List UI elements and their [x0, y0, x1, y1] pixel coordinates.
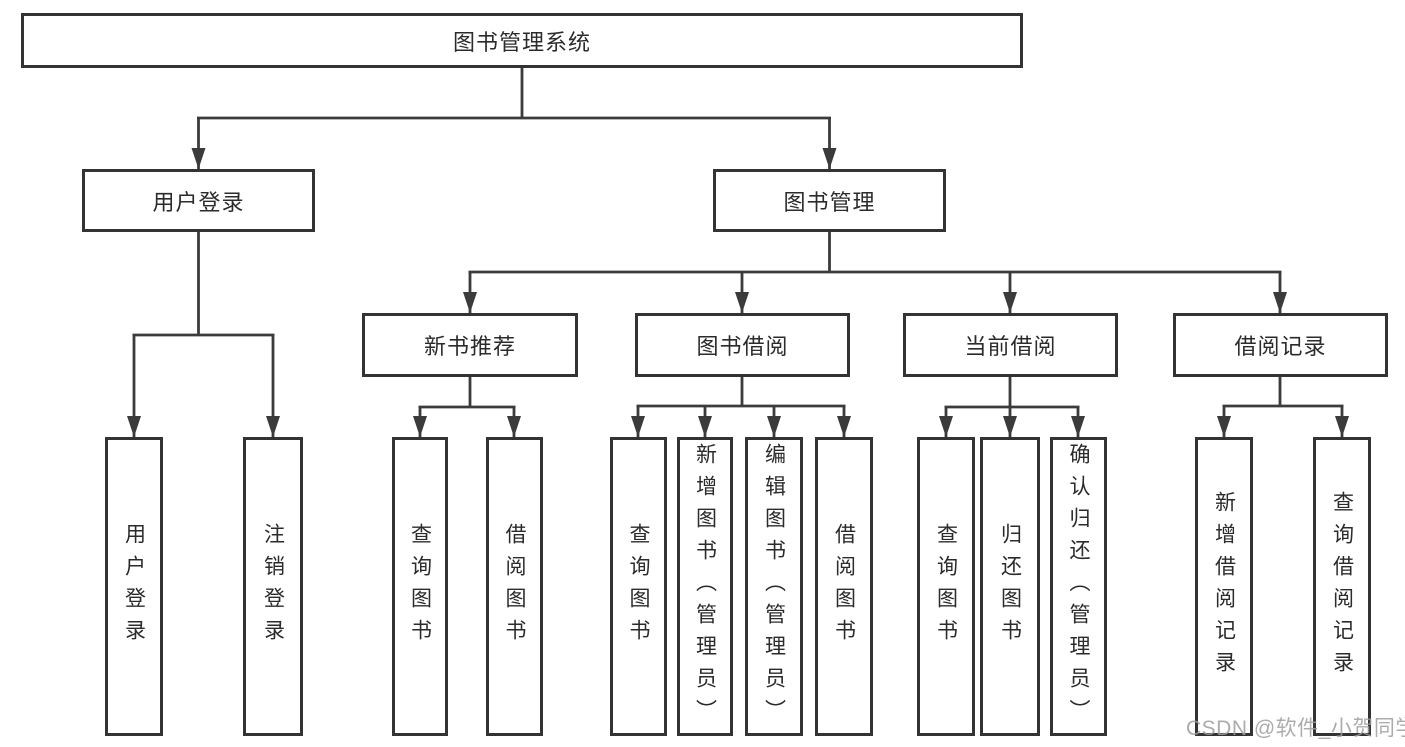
node-book-borrowing-label: 图书借阅	[696, 334, 789, 359]
node-user-login: 用户登录	[82, 169, 315, 232]
leaf-edit-book-admin: 编辑图书（管理员）	[745, 437, 803, 736]
node-borrowing-records-label: 借阅记录	[1234, 334, 1327, 359]
node-book-borrowing: 图书借阅	[635, 313, 850, 377]
leaf-borrow-books-borrowing-label: 借阅图书	[832, 522, 856, 651]
leaf-login-label: 用户登录	[122, 522, 146, 651]
node-book-management: 图书管理	[713, 169, 946, 232]
leaf-query-books-borrowing: 查询图书	[610, 437, 667, 736]
node-book-management-label: 图书管理	[783, 189, 876, 215]
node-current-borrowing-label: 当前借阅	[964, 334, 1057, 359]
leaf-edit-book-admin-label: 编辑图书（管理员）	[762, 442, 786, 731]
watermark: CSDN @软件_小贺同学	[1186, 717, 1405, 740]
leaf-query-books-recommend-label: 查询图书	[408, 522, 432, 651]
leaf-add-borrow-record-label: 新增借阅记录	[1212, 490, 1236, 683]
node-root-label: 图书管理系统	[452, 29, 591, 55]
node-borrowing-records: 借阅记录	[1173, 313, 1388, 377]
leaf-borrow-books-recommend-label: 借阅图书	[503, 522, 526, 651]
leaf-logout: 注销登录	[243, 437, 303, 736]
leaf-confirm-return-admin-label: 确认归还（管理员）	[1067, 442, 1090, 731]
leaf-logout-label: 注销登录	[261, 522, 285, 651]
leaf-login: 用户登录	[105, 437, 163, 736]
leaf-borrow-books-recommend: 借阅图书	[486, 437, 543, 736]
leaf-query-books-borrowing-label: 查询图书	[627, 522, 650, 651]
node-new-book-recommend: 新书推荐	[362, 313, 578, 377]
node-user-login-label: 用户登录	[152, 189, 245, 215]
leaf-confirm-return-admin: 确认归还（管理员）	[1050, 437, 1107, 736]
leaf-borrow-books-borrowing: 借阅图书	[815, 437, 873, 736]
node-current-borrowing: 当前借阅	[903, 313, 1118, 377]
leaf-return-book: 归还图书	[980, 437, 1040, 736]
leaf-query-books-recommend: 查询图书	[392, 437, 448, 736]
leaf-add-book-admin-label: 新增图书（管理员）	[693, 442, 717, 731]
leaf-add-book-admin: 新增图书（管理员）	[677, 437, 733, 736]
leaf-return-book-label: 归还图书	[998, 522, 1022, 651]
node-root: 图书管理系统	[21, 13, 1023, 68]
leaf-query-borrow-record: 查询借阅记录	[1313, 437, 1371, 736]
leaf-add-borrow-record: 新增借阅记录	[1195, 437, 1253, 736]
node-new-book-recommend-label: 新书推荐	[423, 334, 516, 359]
leaf-query-borrow-record-label: 查询借阅记录	[1330, 490, 1354, 683]
leaf-query-books-current: 查询图书	[917, 437, 975, 736]
leaf-query-books-current-label: 查询图书	[934, 522, 958, 651]
